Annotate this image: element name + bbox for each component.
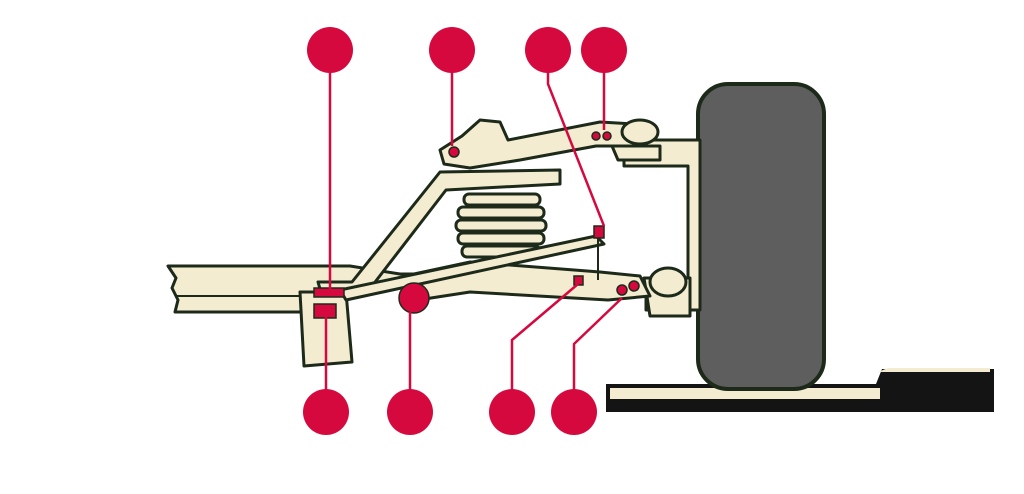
callout-top-4 <box>581 27 627 73</box>
tire <box>696 82 826 391</box>
lower-arm-inner-bushing <box>398 282 430 314</box>
upper-arm-outer-pivot-b <box>602 131 612 141</box>
lower-arm-bracket <box>573 275 584 286</box>
callout-bottom-2 <box>387 389 433 435</box>
upper-arm-outer-pivot-a <box>591 131 601 141</box>
lower-arm-outer-pivot-b <box>628 280 640 292</box>
callout-markers <box>303 27 627 435</box>
callout-top-3 <box>525 27 571 73</box>
callout-top-1 <box>307 27 353 73</box>
upper-arm-inner-pivot <box>448 146 460 158</box>
callout-bottom-4 <box>551 389 597 435</box>
callout-top-2 <box>429 27 475 73</box>
coil-spring <box>454 192 548 259</box>
strut-rod-mount <box>593 225 605 239</box>
pivot-points <box>313 131 640 319</box>
callout-bottom-3 <box>489 389 535 435</box>
upper-control-arm <box>438 118 662 170</box>
lower-control-arm <box>338 234 688 302</box>
lower-arm-outer-pivot-a <box>616 284 628 296</box>
callout-bottom-1 <box>303 389 349 435</box>
ground-plate <box>606 368 994 412</box>
